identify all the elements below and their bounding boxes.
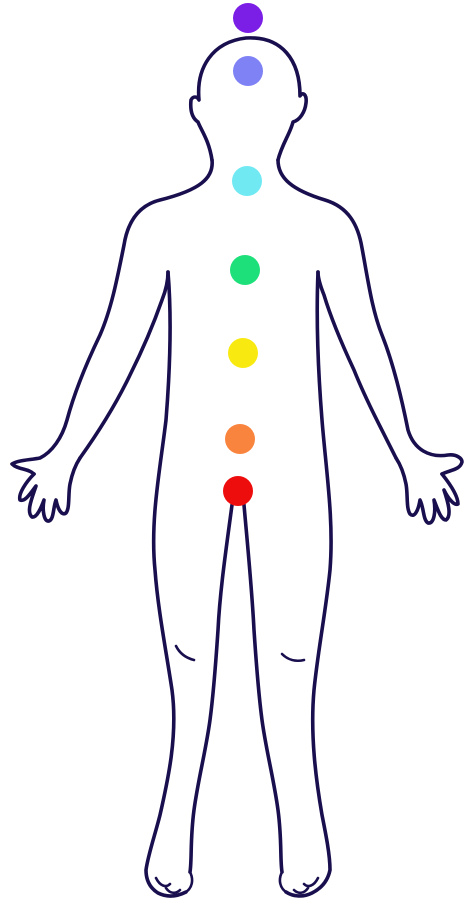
root-chakra-dot: [223, 476, 253, 506]
third-eye-chakra-dot: [233, 56, 263, 86]
crown-chakra-dot: [233, 3, 263, 33]
sacral-chakra-dot: [225, 424, 255, 454]
throat-chakra-dot: [232, 166, 262, 196]
solar-plexus-chakra-dot: [228, 338, 258, 368]
heart-chakra-dot: [230, 255, 260, 285]
